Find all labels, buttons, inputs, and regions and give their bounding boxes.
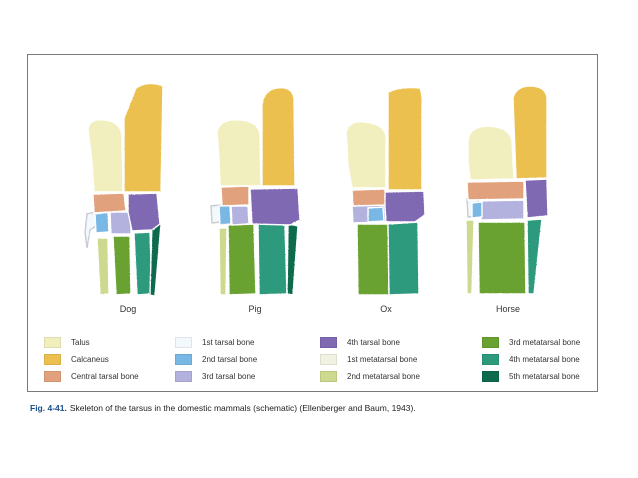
dog-1st-tarsal (84, 211, 97, 249)
legend-item-3rd-metatarsal: 3rd metatarsal bone (482, 336, 580, 348)
legend-swatch (320, 370, 337, 382)
legend-label: 3rd tarsal bone (202, 371, 256, 381)
ox-4th-tarsal (383, 190, 426, 223)
legend-item-2nd-metatarsal: 2nd metatarsal bone (320, 370, 420, 382)
species-label-horse: Horse (495, 304, 520, 314)
legend-label: Talus (71, 337, 90, 347)
dog-2nd-metatarsal (96, 237, 110, 296)
pig-4th-metatarsal (257, 223, 288, 296)
horse-4th-metatarsal (526, 218, 543, 295)
legend-item-5th-metatarsal: 5th metatarsal bone (482, 370, 580, 382)
legend-item-1st-metatarsal: 1st metatarsal bone (320, 353, 417, 365)
ox-calcaneus (387, 86, 423, 191)
horse-calcaneus (512, 85, 548, 180)
legend-swatch (44, 336, 61, 348)
legend-swatch (320, 353, 337, 365)
caption-text: Skeleton of the tarsus in the domestic m… (69, 403, 416, 413)
figure-caption: Fig. 4-41.Skeleton of the tarsus in the … (30, 403, 416, 413)
legend-item-1st-tarsal: 1st tarsal bone (175, 336, 254, 348)
horse-central-tarsal (466, 180, 525, 201)
legend-item-3rd-tarsal: 3rd tarsal bone (175, 370, 255, 382)
dog-calcaneus (123, 82, 164, 193)
legend-item-4th-metatarsal: 4th metatarsal bone (482, 353, 580, 365)
legend-item-talus: Talus (44, 336, 90, 348)
figure-number: Fig. 4-41. (30, 403, 67, 413)
legend-item-central-tarsal: Central tarsal bone (44, 370, 139, 382)
horse-tarsus (465, 85, 549, 295)
pig-3rd-metatarsal (227, 223, 257, 296)
dog-4th-metatarsal (133, 231, 153, 296)
ox-2nd-tarsal (367, 206, 385, 223)
legend-label: 4th metatarsal bone (509, 354, 580, 364)
horse-3rd-metatarsal (477, 221, 527, 295)
pig-talus (216, 119, 262, 187)
dog-central-tarsal (92, 192, 127, 214)
legend-label: 2nd metatarsal bone (347, 371, 420, 381)
legend-swatch (44, 353, 61, 365)
legend-label: 4th tarsal bone (347, 337, 400, 347)
ox-4th-metatarsal (387, 221, 420, 296)
pig-central-tarsal (220, 185, 250, 207)
legend-swatch (482, 353, 499, 365)
horse-talus (467, 125, 515, 181)
ox-tarsus (345, 86, 426, 296)
legend-label: Central tarsal bone (71, 371, 139, 381)
dog-3rd-tarsal (109, 211, 132, 235)
pig-5th-metatarsal (286, 223, 299, 296)
pig-calcaneus (261, 87, 296, 187)
legend-swatch (175, 370, 192, 382)
dog-tarsus (84, 82, 164, 297)
dog-talus (87, 119, 124, 193)
species-label-dog: Dog (119, 304, 137, 314)
legend-label: 5th metatarsal bone (509, 371, 580, 381)
horse-3rd-tarsal (479, 199, 525, 221)
legend-item-2nd-tarsal: 2nd tarsal bone (175, 353, 257, 365)
pig-2nd-tarsal (218, 204, 232, 226)
ox-3rd-metatarsal (356, 223, 390, 296)
horse-2nd-metatarsal (465, 219, 475, 295)
legend-label: 2nd tarsal bone (202, 354, 258, 364)
dog-5th-metatarsal (149, 221, 162, 297)
dog-2nd-tarsal (94, 211, 110, 234)
legend-label: Calcaneus (71, 354, 109, 364)
horse-4th-tarsal (524, 178, 549, 219)
legend-item-calcaneus: Calcaneus (44, 353, 109, 365)
pig-2nd-metatarsal (218, 227, 228, 296)
dog-4th-tarsal (127, 192, 161, 232)
pig-4th-tarsal (249, 187, 301, 226)
legend-swatch (482, 370, 499, 382)
legend-item-4th-tarsal: 4th tarsal bone (320, 336, 400, 348)
horse-2nd-tarsal (471, 201, 483, 219)
legend-swatch (175, 353, 192, 365)
ox-central-tarsal (351, 188, 386, 207)
ox-talus (345, 121, 387, 189)
pig-3rd-tarsal (230, 205, 250, 226)
legend-label: 3rd metatarsal bone (509, 337, 581, 347)
legend-swatch (175, 336, 192, 348)
legend-swatch (482, 336, 499, 348)
pig-tarsus (210, 87, 301, 296)
species-label-ox: Ox (380, 304, 392, 314)
legend-label: 1st metatarsal bone (347, 354, 418, 364)
legend-swatch (44, 370, 61, 382)
dog-3rd-metatarsal (112, 235, 132, 296)
legend-swatch (320, 336, 337, 348)
legend-label: 1st tarsal bone (202, 337, 255, 347)
species-label-pig: Pig (248, 304, 262, 314)
